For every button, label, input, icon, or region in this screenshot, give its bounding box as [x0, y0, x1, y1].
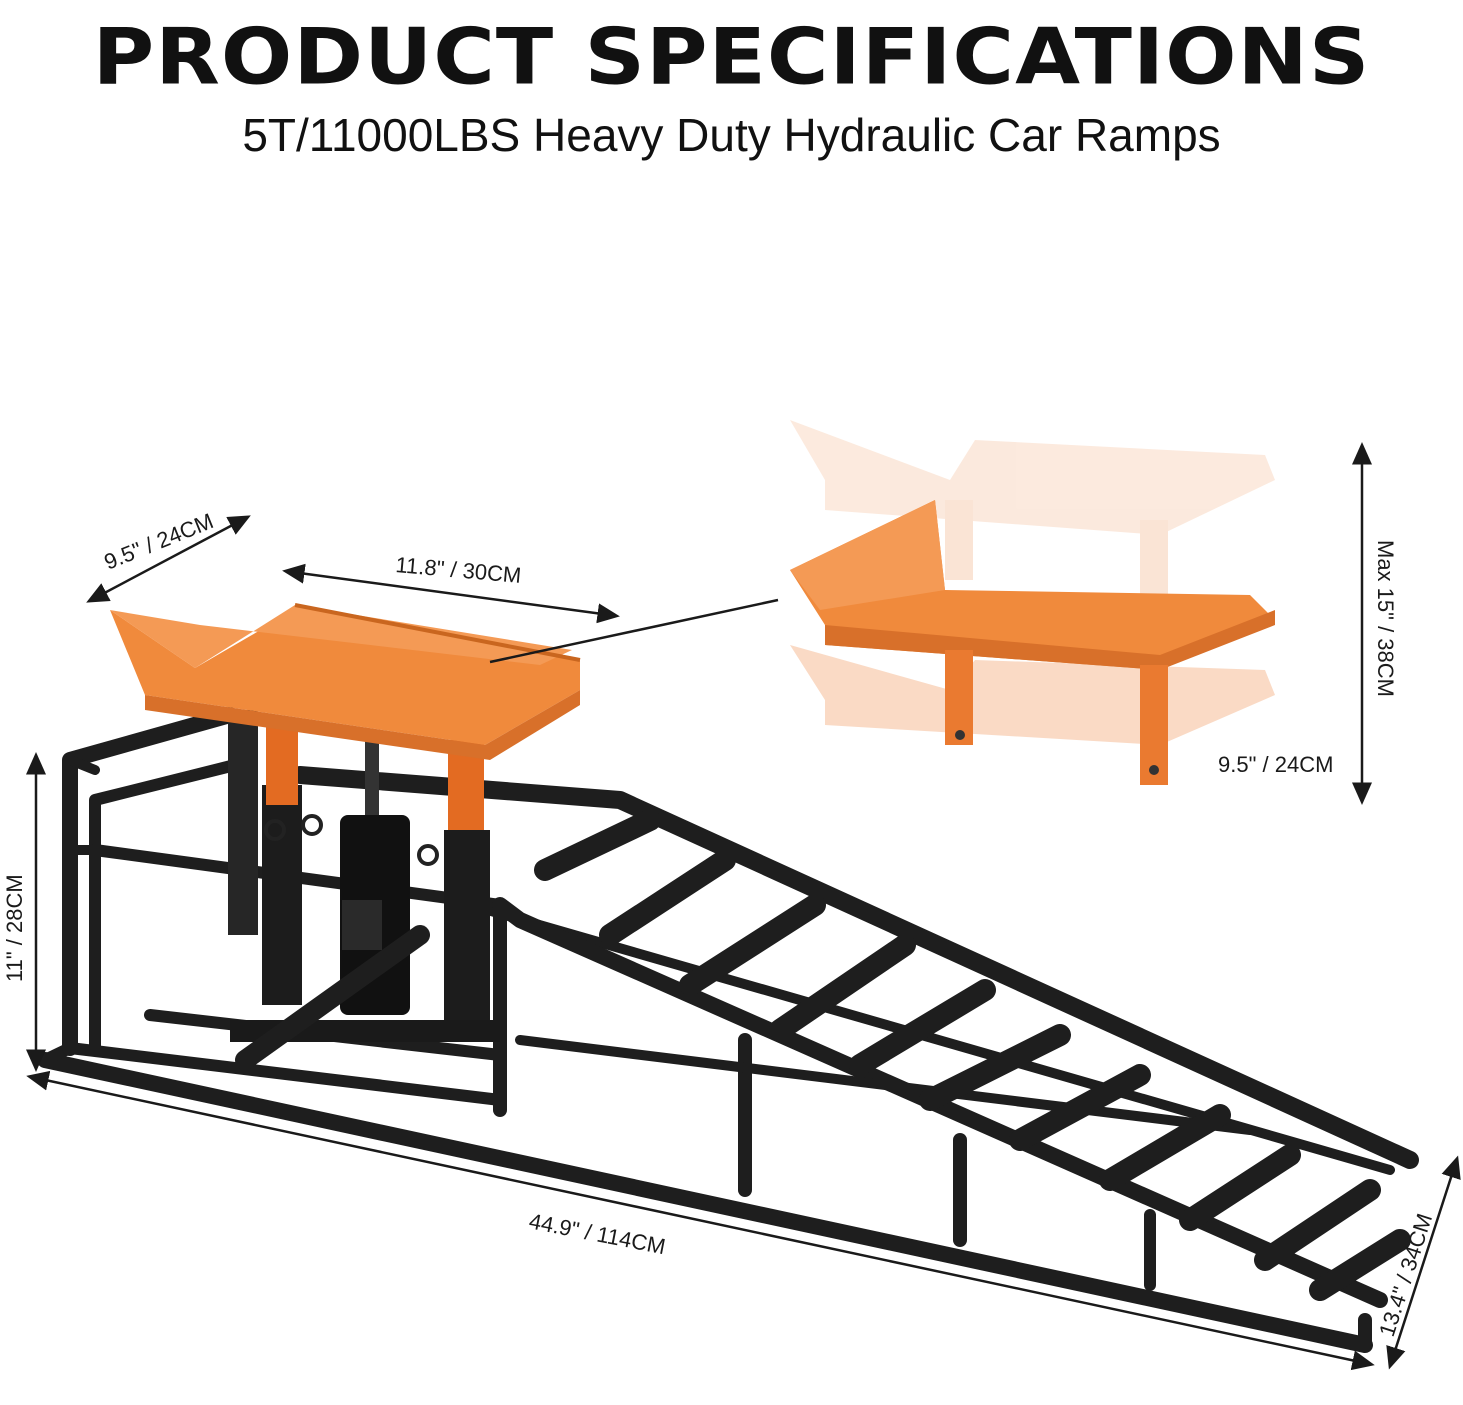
- max-height-label: Max 15" / 38CM: [1373, 540, 1398, 697]
- platform-height-detail: [790, 420, 1275, 785]
- page-title: PRODUCT SPECIFICATIONS: [92, 11, 1371, 103]
- total-length-label: 44.9" / 114CM: [527, 1208, 667, 1259]
- platform-length-label: 11.8" / 30CM: [395, 552, 523, 588]
- min-height-label: 11" / 28CM: [2, 874, 27, 982]
- detail-width-label: 9.5" / 24CM: [1218, 752, 1333, 777]
- dimension-arrows: [26, 442, 1461, 1371]
- page-subtitle: 5T/11000LBS Heavy Duty Hydraulic Car Ram…: [242, 109, 1221, 161]
- hydraulic-jack: [228, 710, 500, 1070]
- detail-pointer-line: [489, 598, 779, 664]
